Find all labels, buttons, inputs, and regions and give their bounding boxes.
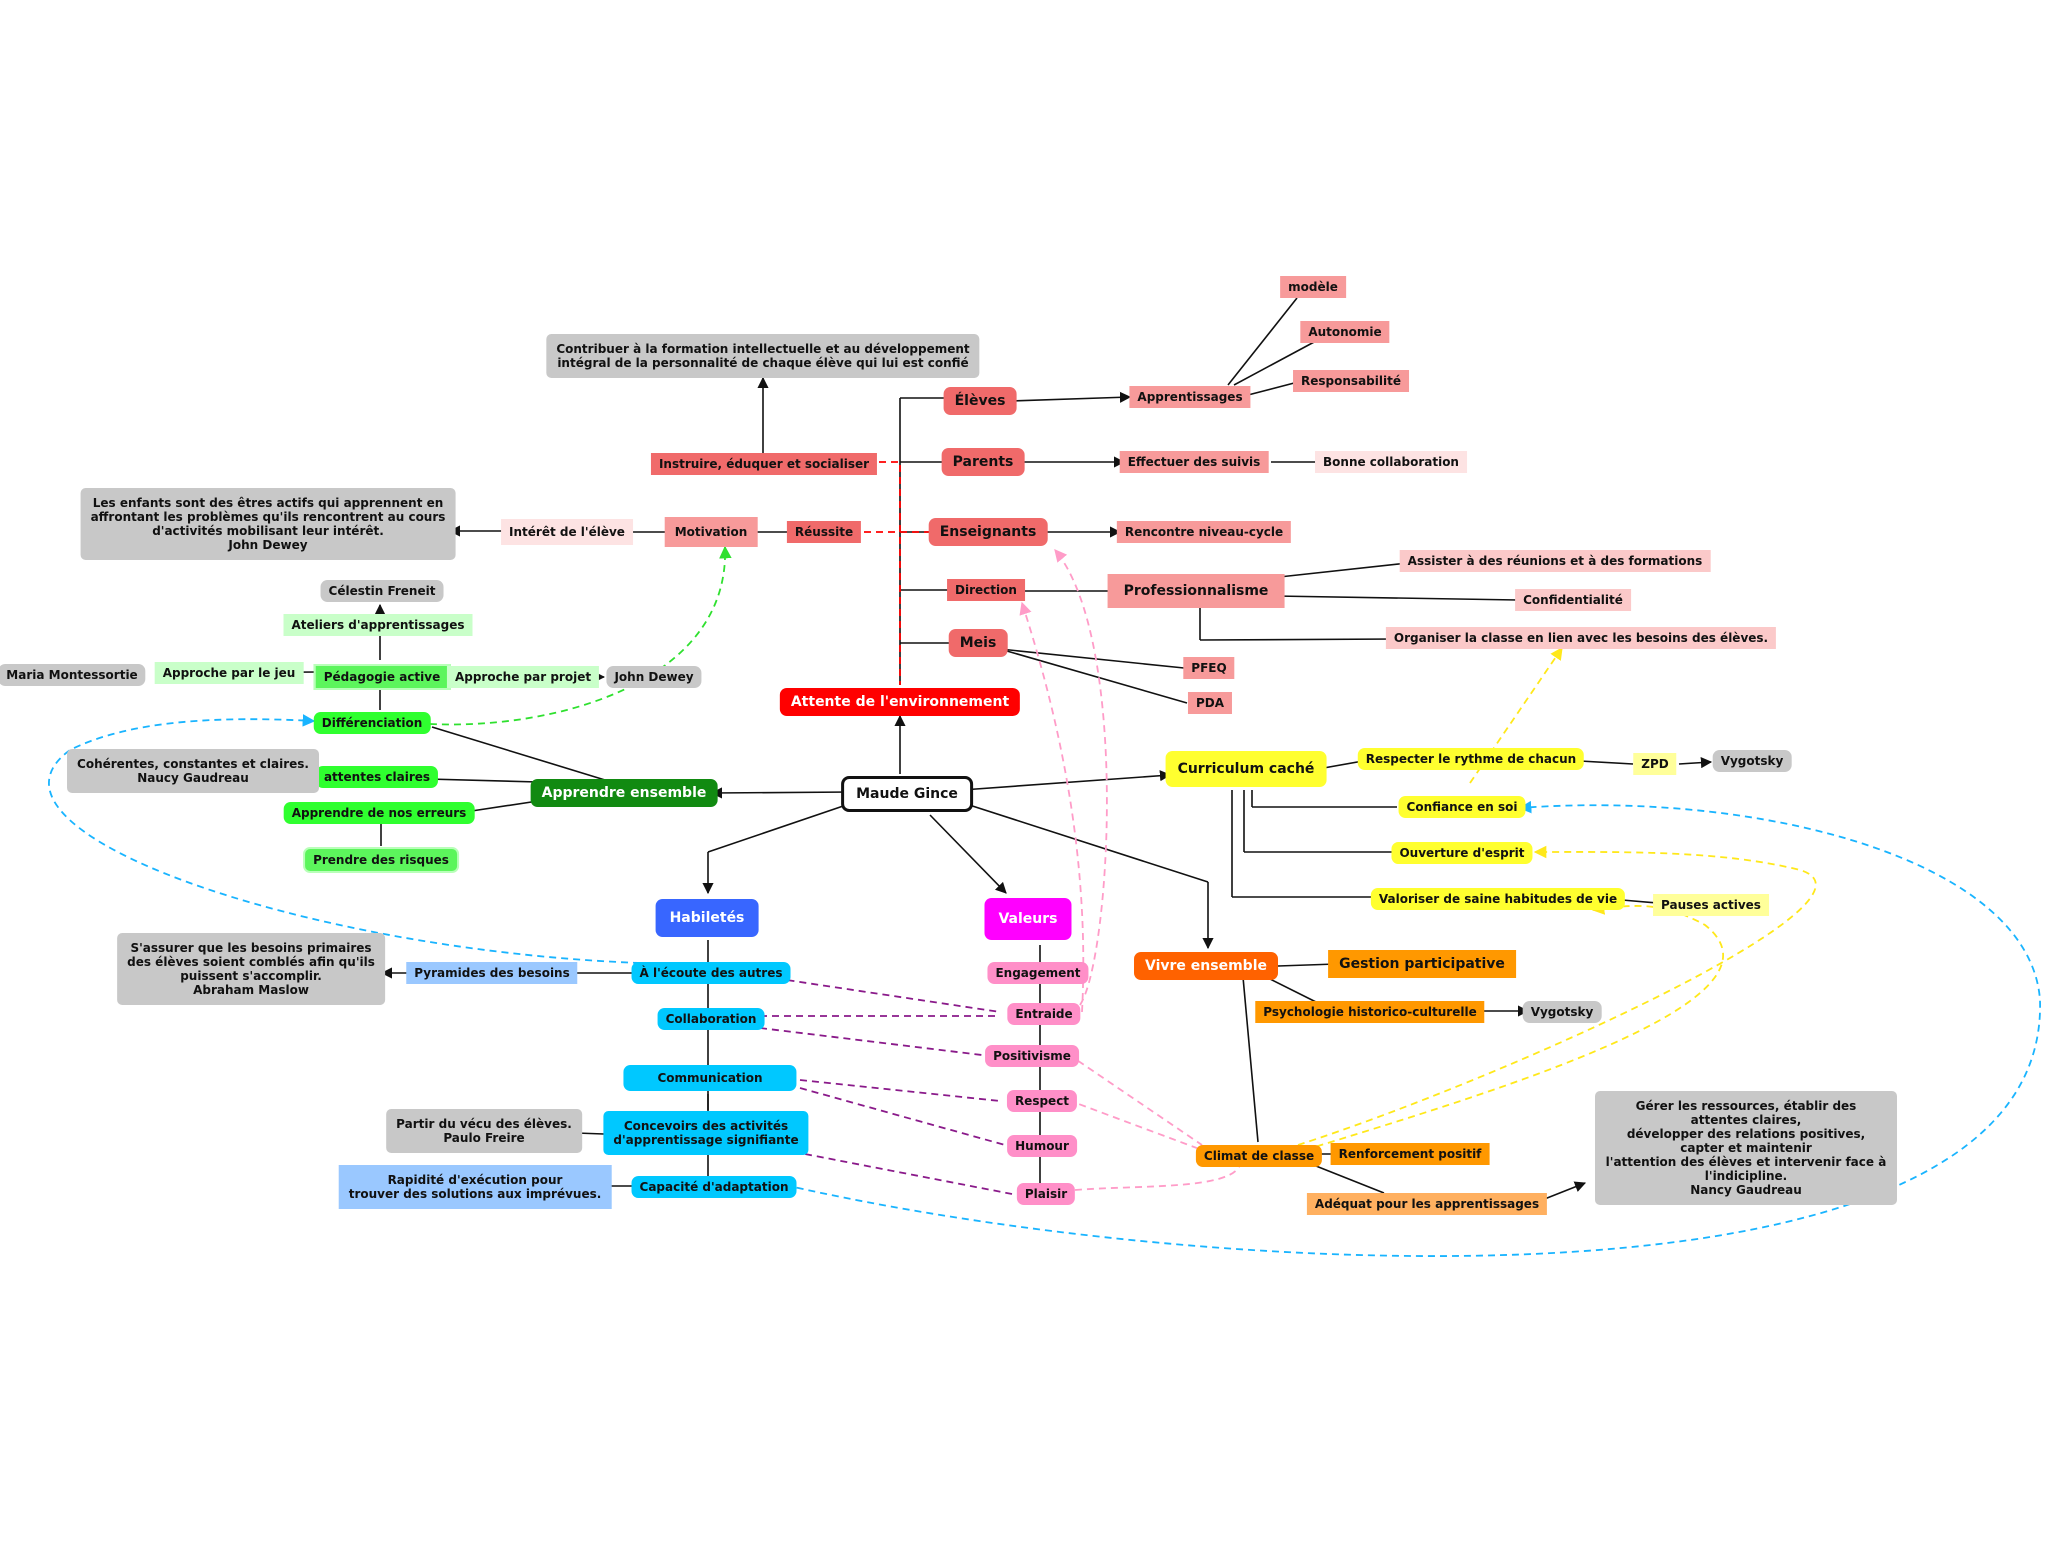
- apprendre-ensemble-node[interactable]: Apprendre ensemble: [530, 779, 718, 807]
- adequat-node[interactable]: Adéquat pour les apprentissages: [1306, 1193, 1548, 1215]
- reussite-node[interactable]: Réussite: [786, 521, 862, 543]
- motivation-node[interactable]: Motivation: [664, 517, 758, 547]
- renforcement-node[interactable]: Renforcement positif: [1330, 1143, 1490, 1165]
- enseignants-node[interactable]: Enseignants: [928, 518, 1048, 546]
- ateliers-node[interactable]: Ateliers d'apprentissages: [283, 614, 473, 636]
- valeurs-node[interactable]: Valeurs: [984, 898, 1072, 940]
- montessori-node[interactable]: Maria Montessortie: [0, 664, 146, 686]
- psycho-node[interactable]: Psychologie historico-culturelle: [1255, 1001, 1485, 1023]
- positivisme-node[interactable]: Positivisme: [985, 1045, 1079, 1067]
- pauses-node[interactable]: Pauses actives: [1653, 894, 1769, 916]
- dewey-quote-note: Les enfants sont des êtres actifs qui ap…: [80, 488, 456, 560]
- collaboration-node[interactable]: Collaboration: [657, 1008, 765, 1030]
- eleves-node[interactable]: Élèves: [943, 387, 1017, 415]
- confidentialite-node[interactable]: Confidentialité: [1515, 589, 1631, 611]
- entraide-node[interactable]: Entraide: [1007, 1003, 1081, 1025]
- responsabilite-node[interactable]: Responsabilité: [1293, 370, 1409, 392]
- vygotsky1-node[interactable]: Vygotsky: [1712, 750, 1792, 772]
- apprentissages-node[interactable]: Apprentissages: [1129, 386, 1251, 408]
- attente-node[interactable]: Attente de l'environnement: [779, 688, 1021, 716]
- valoriser-node[interactable]: Valoriser de saine habitudes de vie: [1370, 888, 1626, 910]
- confiance-node[interactable]: Confiance en soi: [1398, 796, 1526, 818]
- communication-node[interactable]: Communication: [623, 1065, 797, 1091]
- ecoute-node[interactable]: À l'écoute des autres: [631, 962, 791, 984]
- parents-node[interactable]: Parents: [941, 448, 1025, 476]
- maslow-note: S'assurer que les besoins primaires des …: [117, 933, 385, 1005]
- adaptation-node[interactable]: Capacité d'adaptation: [631, 1176, 797, 1198]
- zpd-node[interactable]: ZPD: [1633, 753, 1677, 775]
- instruire-node[interactable]: Instruire, éduquer et socialiser: [650, 453, 878, 475]
- pedagogie-active-node[interactable]: Pédagogie active: [313, 664, 451, 690]
- pyramides-node[interactable]: Pyramides des besoins: [406, 962, 578, 984]
- climat-node[interactable]: Climat de classe: [1195, 1145, 1323, 1167]
- autonomie-node[interactable]: Autonomie: [1300, 321, 1390, 343]
- differenciation-node[interactable]: Différenciation: [313, 712, 431, 734]
- ouverture-node[interactable]: Ouverture d'esprit: [1391, 842, 1533, 864]
- plaisir-node[interactable]: Plaisir: [1016, 1183, 1076, 1205]
- modele-node[interactable]: modèle: [1280, 276, 1346, 298]
- organiser-node[interactable]: Organiser la classe en lien avec les bes…: [1385, 627, 1777, 649]
- freneit-node[interactable]: Célestin Freneit: [320, 580, 444, 602]
- gerer-note: Gérer les ressources, établir des attent…: [1595, 1091, 1897, 1205]
- gestion-node[interactable]: Gestion participative: [1328, 950, 1516, 978]
- jeu-node[interactable]: Approche par le jeu: [154, 662, 304, 684]
- contribuer-note: Contribuer à la formation intellectuelle…: [546, 334, 980, 378]
- rapidite-note: Rapidité d'exécution pour trouver des so…: [338, 1165, 612, 1209]
- meis-node[interactable]: Meis: [948, 629, 1008, 657]
- erreurs-node[interactable]: Apprendre de nos erreurs: [283, 802, 475, 824]
- attentes-claires-node[interactable]: attentes claires: [315, 766, 439, 788]
- concevoir-node[interactable]: Concevoirs des activités d'apprentissage…: [603, 1111, 809, 1155]
- suivis-node[interactable]: Effectuer des suivis: [1119, 451, 1269, 473]
- projet-node[interactable]: Approche par projet: [446, 666, 600, 688]
- rythme-node[interactable]: Respecter le rythme de chacun: [1357, 748, 1585, 770]
- interet-node[interactable]: Intérêt de l'élève: [501, 519, 633, 545]
- bonne-collaboration-node[interactable]: Bonne collaboration: [1315, 451, 1467, 473]
- rencontre-node[interactable]: Rencontre niveau-cycle: [1116, 521, 1292, 543]
- humour-node[interactable]: Humour: [1007, 1135, 1077, 1157]
- professionnalisme-node[interactable]: Professionnalisme: [1107, 574, 1285, 608]
- freire-note: Partir du vécu des élèves. Paulo Freire: [386, 1109, 582, 1153]
- curriculum-node[interactable]: Curriculum caché: [1165, 751, 1327, 787]
- risques-node[interactable]: Prendre des risques: [303, 847, 459, 873]
- pfeq-node[interactable]: PFEQ: [1183, 657, 1235, 679]
- assister-node[interactable]: Assister à des réunions et à des formati…: [1399, 550, 1711, 572]
- pda-node[interactable]: PDA: [1187, 692, 1233, 714]
- respect-node[interactable]: Respect: [1006, 1090, 1078, 1112]
- engagement-node[interactable]: Engagement: [987, 962, 1089, 984]
- coherentes-note: Cohérentes, constantes et claires. Naucy…: [67, 749, 319, 793]
- vivre-ensemble-node[interactable]: Vivre ensemble: [1134, 952, 1278, 980]
- center-node[interactable]: Maude Gince: [841, 776, 973, 812]
- direction-node[interactable]: Direction: [947, 579, 1025, 601]
- vygotsky2-node[interactable]: Vygotsky: [1522, 1001, 1602, 1023]
- dewey-node[interactable]: John Dewey: [606, 666, 702, 688]
- habiletes-node[interactable]: Habiletés: [655, 899, 759, 937]
